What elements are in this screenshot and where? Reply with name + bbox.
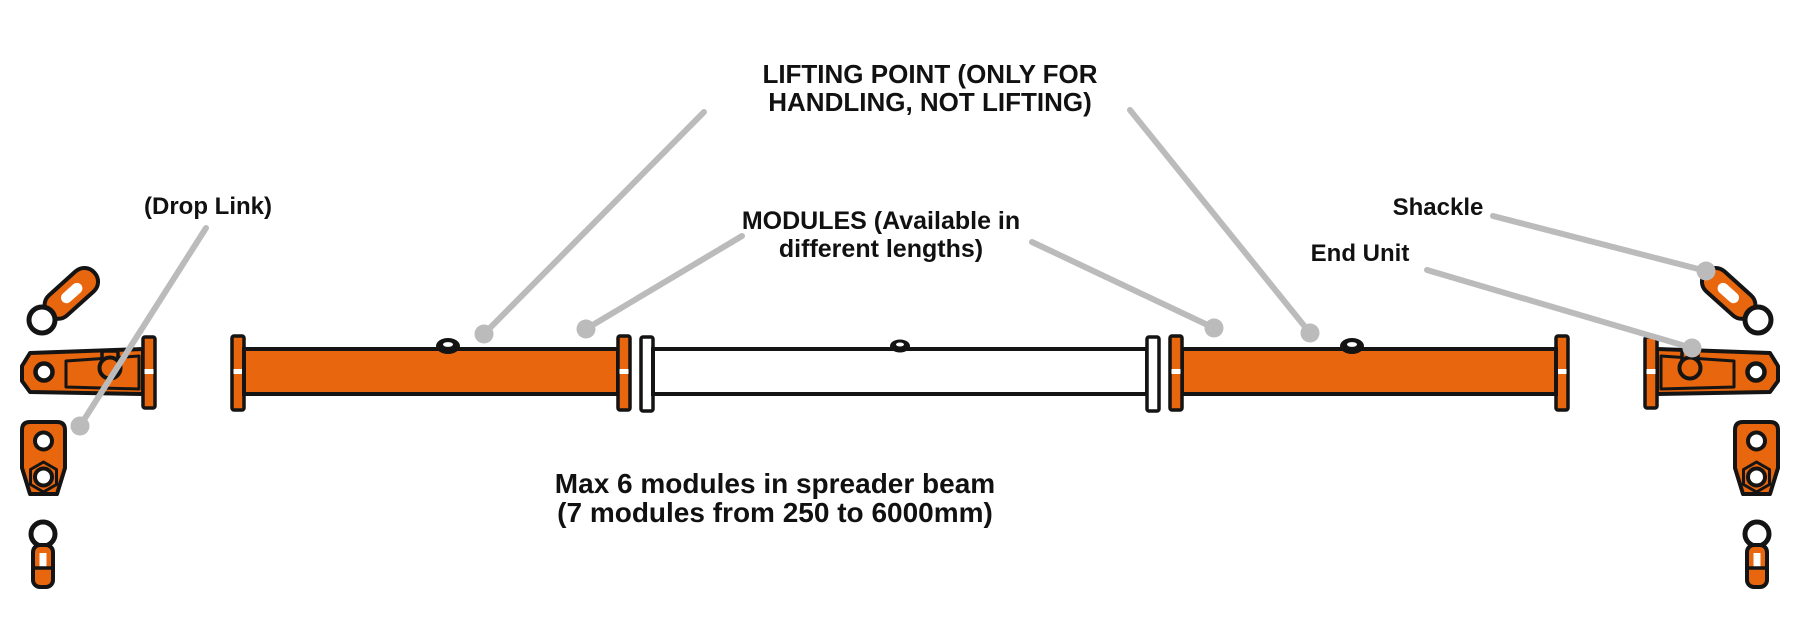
leader-line (1490, 213, 1709, 274)
center-module (639, 335, 1161, 413)
lifting-point-label-line1: LIFTING POINT (ONLY FOR (762, 59, 1098, 89)
modules-label-line2: different lengths) (778, 235, 984, 263)
lifting-point-label-line2: HANDLING, NOT LIFTING) (768, 87, 1092, 117)
end-unit-label: End Unit (1310, 240, 1410, 267)
strut-module (230, 334, 632, 412)
beam-half-assembly (20, 265, 632, 589)
drop-link-part (20, 420, 67, 496)
leader-line (1424, 267, 1695, 351)
note-text: Max 6 modules in spreader beam (7 module… (555, 469, 995, 527)
lifting-point-label: LIFTING POINT (ONLY FOR HANDLING, NOT LI… (762, 60, 1097, 116)
leader-dot (1682, 338, 1702, 358)
leader-dot (576, 319, 596, 339)
leader-line (77, 225, 209, 429)
shackle-icon (26, 265, 101, 336)
leader-line (1029, 239, 1217, 331)
leader-line (481, 109, 707, 337)
leader-dot (474, 324, 494, 344)
modules-label: MODULES (Available in different lengths) (742, 207, 1020, 263)
leader-dot (1696, 261, 1716, 281)
drop-link-label: (Drop Link) (144, 193, 272, 220)
shackle-label: Shackle (1392, 194, 1484, 221)
modules-label-line1: MODULES (Available in (741, 207, 1021, 235)
leader-line (583, 233, 745, 332)
leader-dot (1300, 323, 1320, 343)
leader-dot (1204, 318, 1224, 338)
small-shackle-icon (28, 519, 58, 589)
end-unit-part (20, 335, 157, 410)
center-lug-icon (890, 339, 910, 353)
note-line1: Max 6 modules in spreader beam (554, 468, 996, 499)
note-line2: (7 modules from 250 to 6000mm) (557, 497, 993, 528)
leader-lines (70, 107, 1716, 436)
lifting-lug-icon (436, 338, 460, 354)
leader-dot (70, 416, 90, 436)
leader-line (1127, 107, 1313, 336)
beam-half-assembly-mirrored (1170, 263, 1778, 587)
